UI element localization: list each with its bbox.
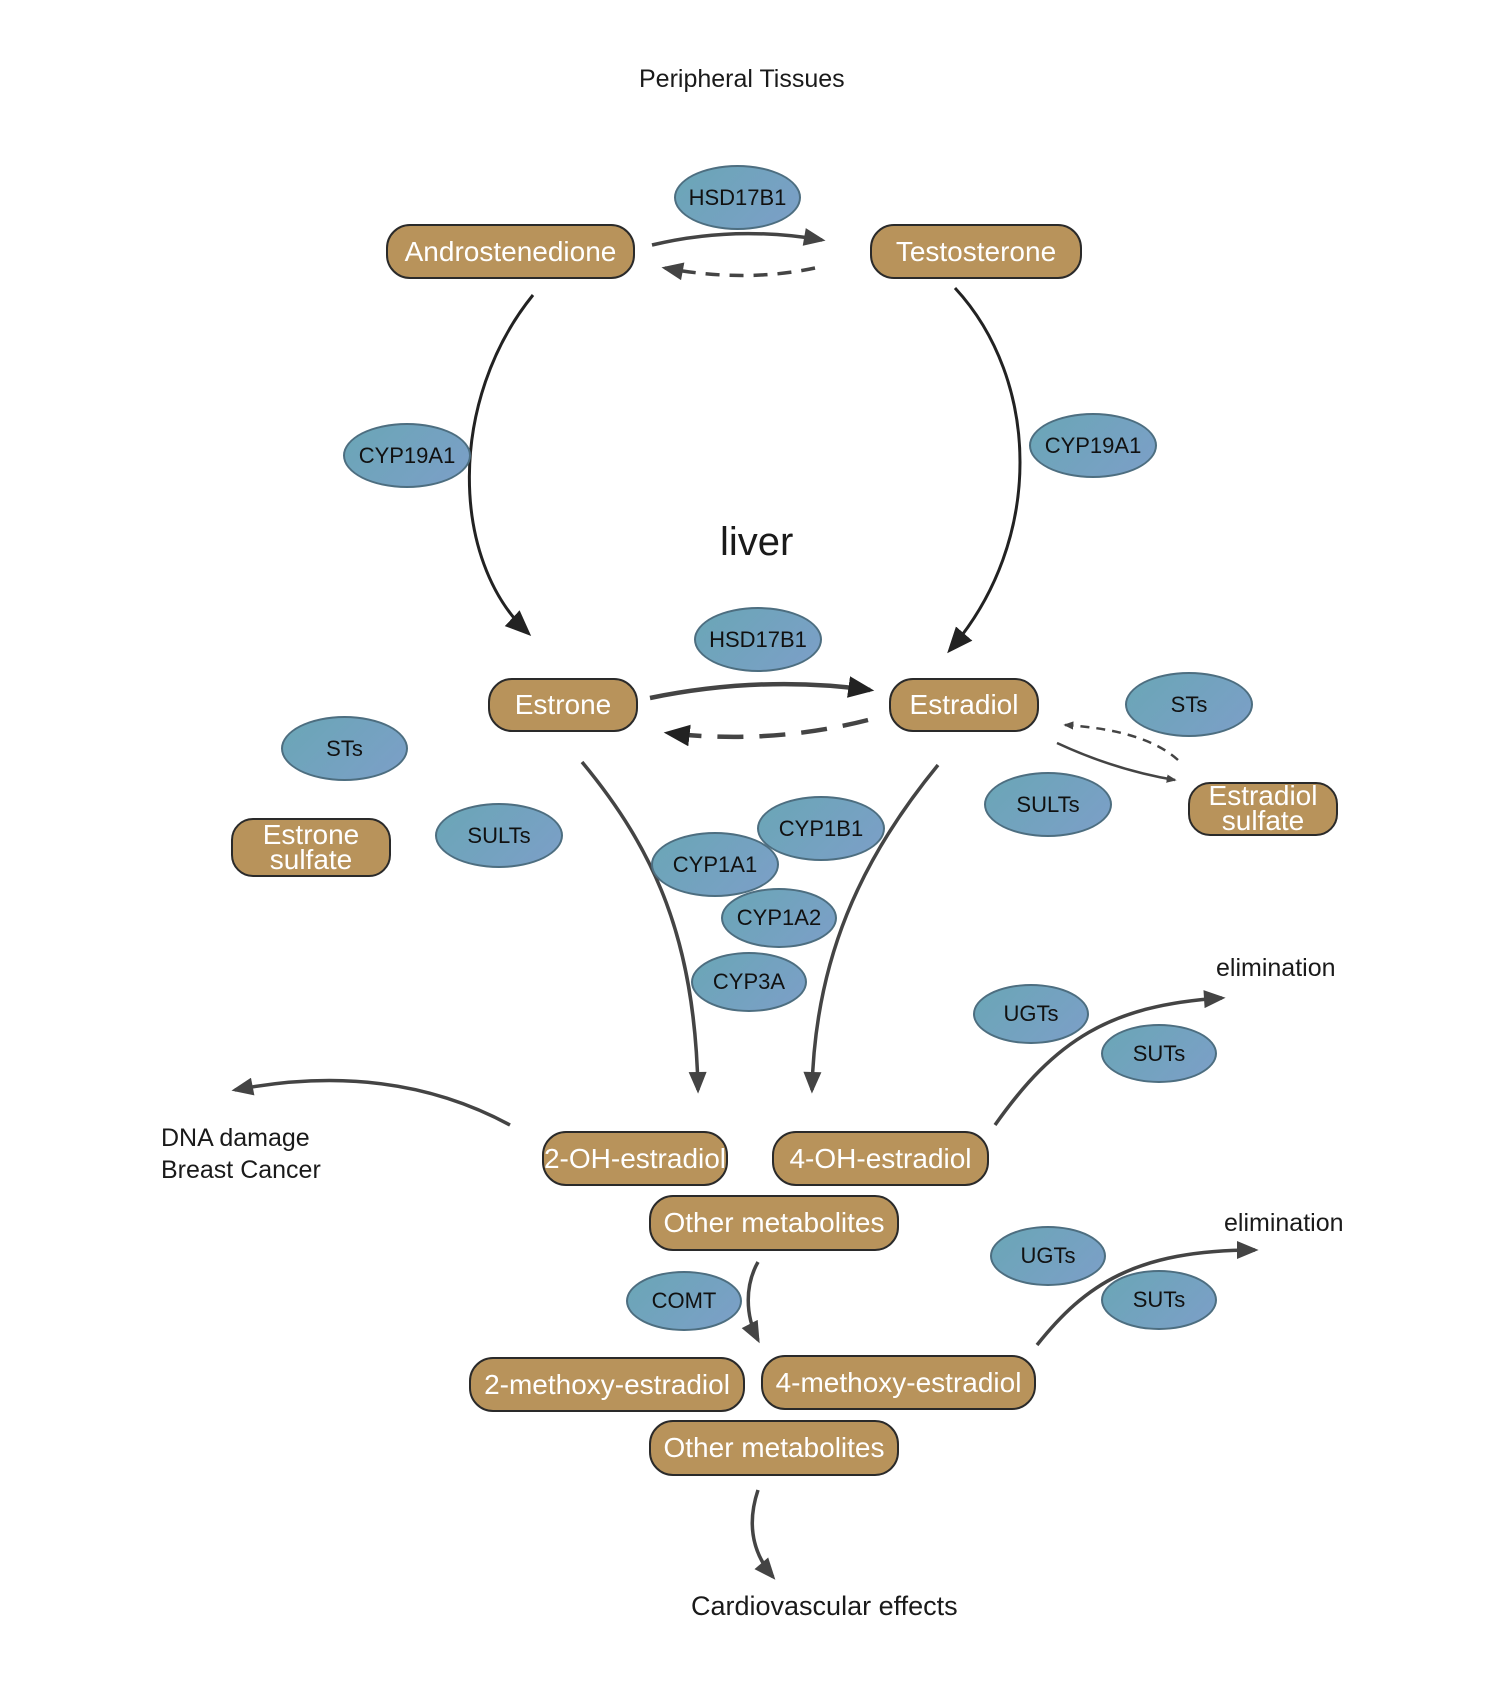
estradiol-sulfate-line-1: Estradiol xyxy=(1208,780,1318,812)
cardiovascular-effects-label: Cardiovascular effects xyxy=(691,1591,958,1621)
sults-enzyme-right: SULTs xyxy=(984,772,1112,837)
cyp1a2-enzyme: CYP1A2 xyxy=(721,888,837,948)
sts-enzyme-left: STs xyxy=(281,716,408,781)
arrow-androstenedione-to-estrone xyxy=(467,294,535,636)
peripheral-tissues-title: Peripheral Tissues xyxy=(639,65,845,93)
elimination-label-1: elimination xyxy=(1216,954,1336,982)
hsd17b1-enzyme-mid: HSD17B1 xyxy=(694,607,822,672)
arrow-comt-methylation xyxy=(741,1261,760,1344)
2-oh-estradiol-node: 2-OH-estradiol xyxy=(542,1131,728,1186)
dna-damage-text: DNA damage xyxy=(161,1124,310,1152)
dna-damage-label: DNA damage Breast Cancer xyxy=(161,1122,321,1186)
androstenedione-node: Androstenedione xyxy=(386,224,635,279)
hsd17b1-enzyme-top: HSD17B1 xyxy=(674,165,801,230)
arrow-estrone-to-estradiol xyxy=(649,676,875,701)
liver-title: liver xyxy=(720,520,794,564)
ugts-enzyme-1: UGTs xyxy=(973,984,1089,1044)
other-metabolites-node-1: Other metabolites xyxy=(649,1195,899,1251)
estrone-node: Estrone xyxy=(488,678,638,732)
comt-enzyme: COMT xyxy=(626,1271,742,1331)
arrow-estradiol-to-hydroxy-estradiol xyxy=(803,763,940,1094)
4-oh-estradiol-node: 4-OH-estradiol xyxy=(772,1131,989,1186)
suts-enzyme-2: SUTs xyxy=(1101,1270,1217,1330)
sts-enzyme-right: STs xyxy=(1125,672,1253,737)
estrone-sulfate-line-1: Estrone xyxy=(262,818,360,850)
arrow-to-dna-damage xyxy=(231,1077,511,1127)
estradiol-sulfate-line-2: sulfate xyxy=(1221,805,1305,836)
arrow-testosterone-to-androstenedione-dashed xyxy=(661,262,816,281)
elimination-label-2: elimination xyxy=(1224,1209,1344,1237)
ugts-enzyme-2: UGTs xyxy=(990,1226,1106,1286)
arrow-estradiol-to-estradiol-sulfate xyxy=(1056,741,1177,783)
2-methoxy-estradiol-node: 2-methoxy-estradiol xyxy=(469,1357,745,1412)
cyp3a-enzyme: CYP3A xyxy=(691,952,807,1012)
arrow-testosterone-to-estradiol xyxy=(947,286,1022,654)
breast-cancer-text: Breast Cancer xyxy=(161,1156,321,1184)
cyp1a1-enzyme: CYP1A1 xyxy=(651,832,779,897)
cyp19a1-enzyme-right: CYP19A1 xyxy=(1029,413,1157,478)
estrone-sulfate-node: Estrone sulfate xyxy=(231,818,391,877)
arrow-to-cardiovascular xyxy=(750,1489,776,1580)
other-metabolites-node-2: Other metabolites xyxy=(649,1420,899,1476)
arrow-to-elimination-1 xyxy=(993,990,1226,1127)
cyp19a1-enzyme-left: CYP19A1 xyxy=(343,423,471,488)
estradiol-node: Estradiol xyxy=(889,678,1039,732)
cyp1b1-enzyme: CYP1B1 xyxy=(757,796,885,861)
suts-enzyme-1: SUTs xyxy=(1101,1024,1217,1083)
arrow-to-elimination-2 xyxy=(1035,1241,1259,1347)
arrow-estradiol-to-estrone-dashed xyxy=(663,717,869,747)
estrone-sulfate-line-2: sulfate xyxy=(269,843,353,875)
4-methoxy-estradiol-node: 4-methoxy-estradiol xyxy=(761,1355,1036,1410)
arrow-estradiol-sulfate-to-estradiol-dashed xyxy=(1063,721,1179,761)
testosterone-node: Testosterone xyxy=(870,224,1082,279)
arrow-estrone-to-hydroxy-estradiol xyxy=(580,760,707,1094)
arrow-androstenedione-to-testosterone xyxy=(651,228,826,247)
estradiol-sulfate-node: Estradiol sulfate xyxy=(1188,782,1338,836)
sults-enzyme-left: SULTs xyxy=(435,803,563,868)
